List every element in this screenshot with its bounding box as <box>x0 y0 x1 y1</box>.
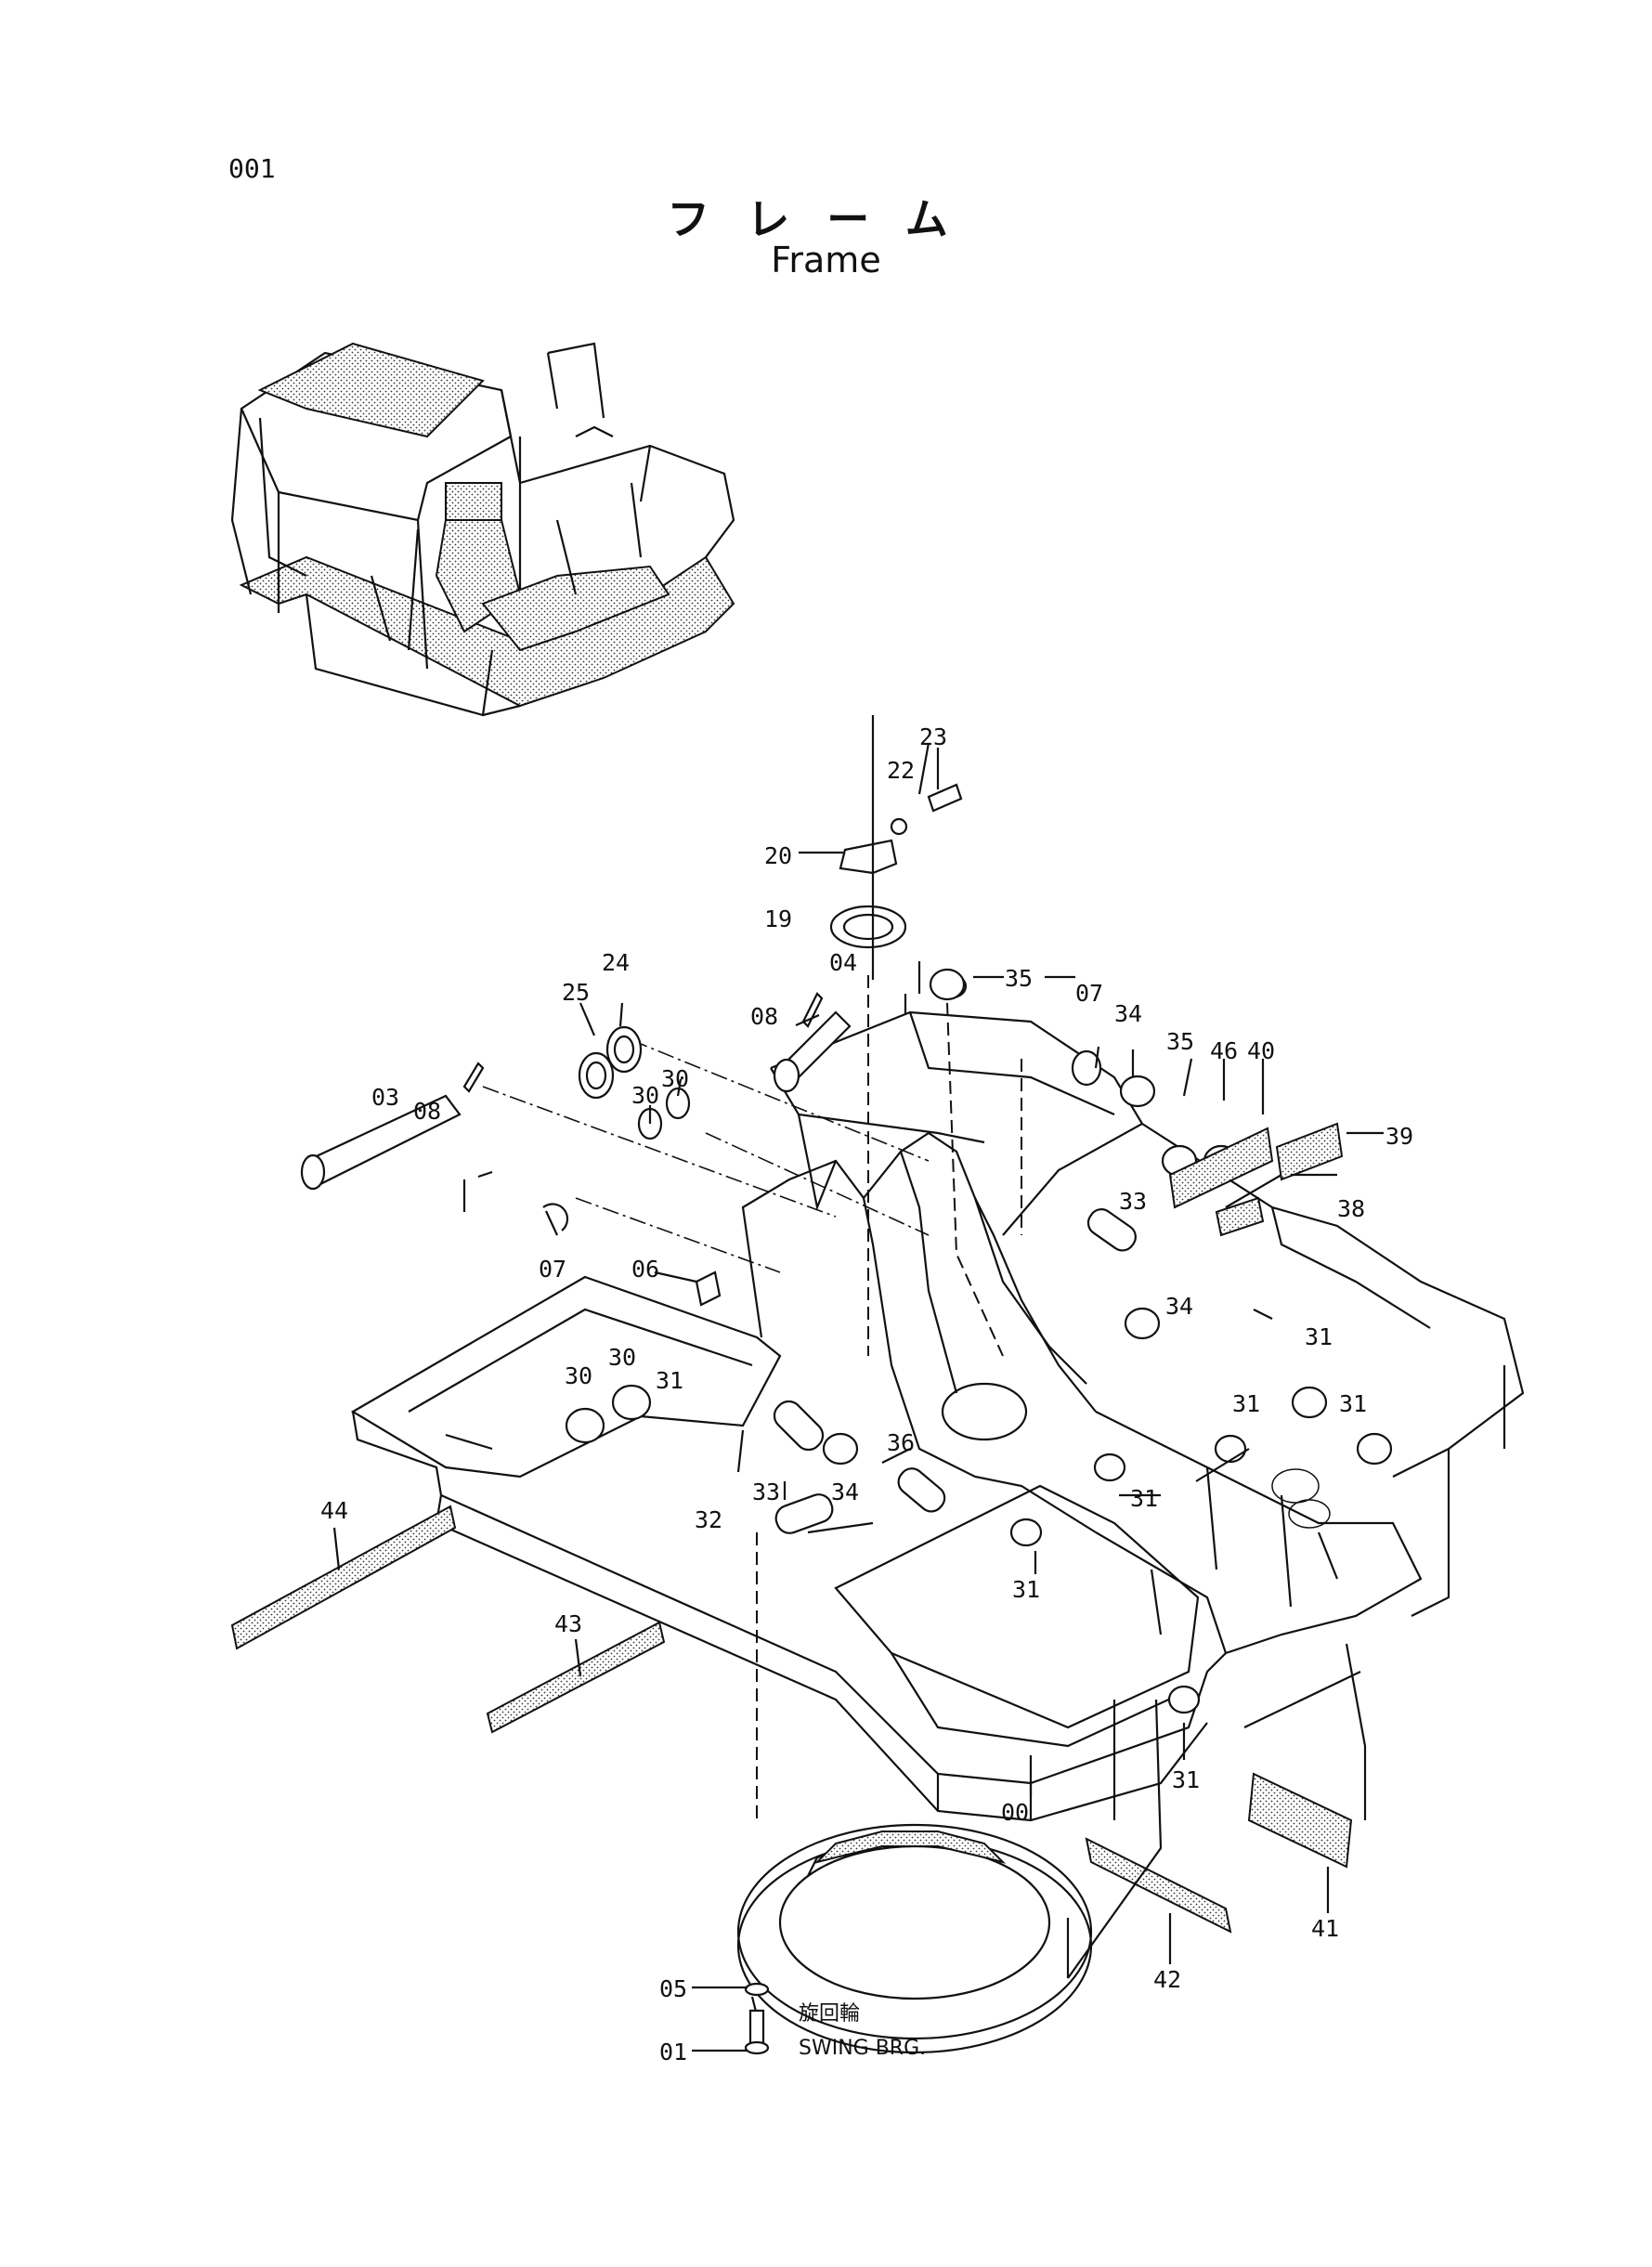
callout-46: 46 <box>1210 1037 1238 1064</box>
callout-31c: 31 <box>1232 1390 1260 1417</box>
callout-18: 20 <box>764 842 792 869</box>
callout-39: 39 <box>1385 1123 1413 1150</box>
leader-lines <box>332 715 1384 2052</box>
title-japanese: フレーム <box>667 194 985 244</box>
callout-22: 24 <box>602 949 630 976</box>
page-number: 001 <box>228 153 276 184</box>
pin-03-group <box>300 1025 722 1307</box>
callout-34b: 34 <box>1165 1293 1193 1320</box>
callout-34a: 34 <box>1114 1000 1142 1027</box>
callout-36: 36 <box>887 1429 915 1456</box>
rubber-mounts <box>565 968 1393 1714</box>
callout-33b: 33 <box>752 1479 780 1505</box>
excavator-thumbnail <box>230 342 735 717</box>
callout-35b: 35 <box>1166 1028 1194 1055</box>
callout-07b: 07 <box>539 1256 566 1283</box>
caption-en: SWING BRG. <box>799 2037 926 2060</box>
callout-01: 01 <box>659 2039 687 2065</box>
callout-06: 06 <box>631 1256 659 1283</box>
caption-jp: 旋回輪 <box>799 2002 860 2026</box>
swing-bearing <box>736 1823 1093 2055</box>
callout-40: 40 <box>1247 1037 1275 1064</box>
callout-00: 00 <box>1001 1799 1029 1826</box>
callout-31f: 31 <box>1012 1576 1040 1603</box>
callout-38: 38 <box>1337 1195 1365 1222</box>
callout-31b: 31 <box>656 1367 683 1394</box>
callout-34c: 34 <box>831 1479 859 1505</box>
callout-05: 05 <box>659 1975 687 2002</box>
callout-04: 04 <box>829 949 857 976</box>
insulation-pads <box>230 1122 1353 1934</box>
title-english: Frame <box>771 240 881 280</box>
callout-32: 32 <box>695 1506 722 1533</box>
callout-43: 43 <box>554 1610 582 1637</box>
callout-42: 42 <box>1153 1966 1181 1993</box>
pin-04-group <box>773 783 1102 1093</box>
callout-24: 30 <box>631 1082 659 1109</box>
callout-33a: 33 <box>1119 1188 1147 1215</box>
callout-03: 03 <box>371 1084 399 1111</box>
callout-19: 22 <box>887 757 915 784</box>
callout-07a: 07 <box>1075 980 1103 1007</box>
callout-23: 25 <box>562 979 590 1006</box>
callout-41: 41 <box>1311 1915 1339 1942</box>
callout-31e: 31 <box>1130 1485 1158 1512</box>
callout-31a: 31 <box>1305 1323 1333 1350</box>
callout-20: 23 <box>919 723 947 750</box>
callout-35a: 35 <box>1005 965 1033 992</box>
callout-44: 44 <box>320 1497 348 1524</box>
callout-31d: 31 <box>1339 1390 1367 1417</box>
callout-31g: 31 <box>1172 1766 1200 1793</box>
callout-labels: 23 22 20 19 04 35 07 34 35 46 40 08 24 2… <box>320 723 1413 2065</box>
callout-30b: 30 <box>565 1362 592 1389</box>
callout-08b: 08 <box>413 1098 441 1125</box>
callout-16: 19 <box>764 905 792 932</box>
callout-25: 30 <box>661 1065 689 1092</box>
callout-30a: 30 <box>608 1344 636 1371</box>
callout-08a: 08 <box>750 1003 778 1030</box>
